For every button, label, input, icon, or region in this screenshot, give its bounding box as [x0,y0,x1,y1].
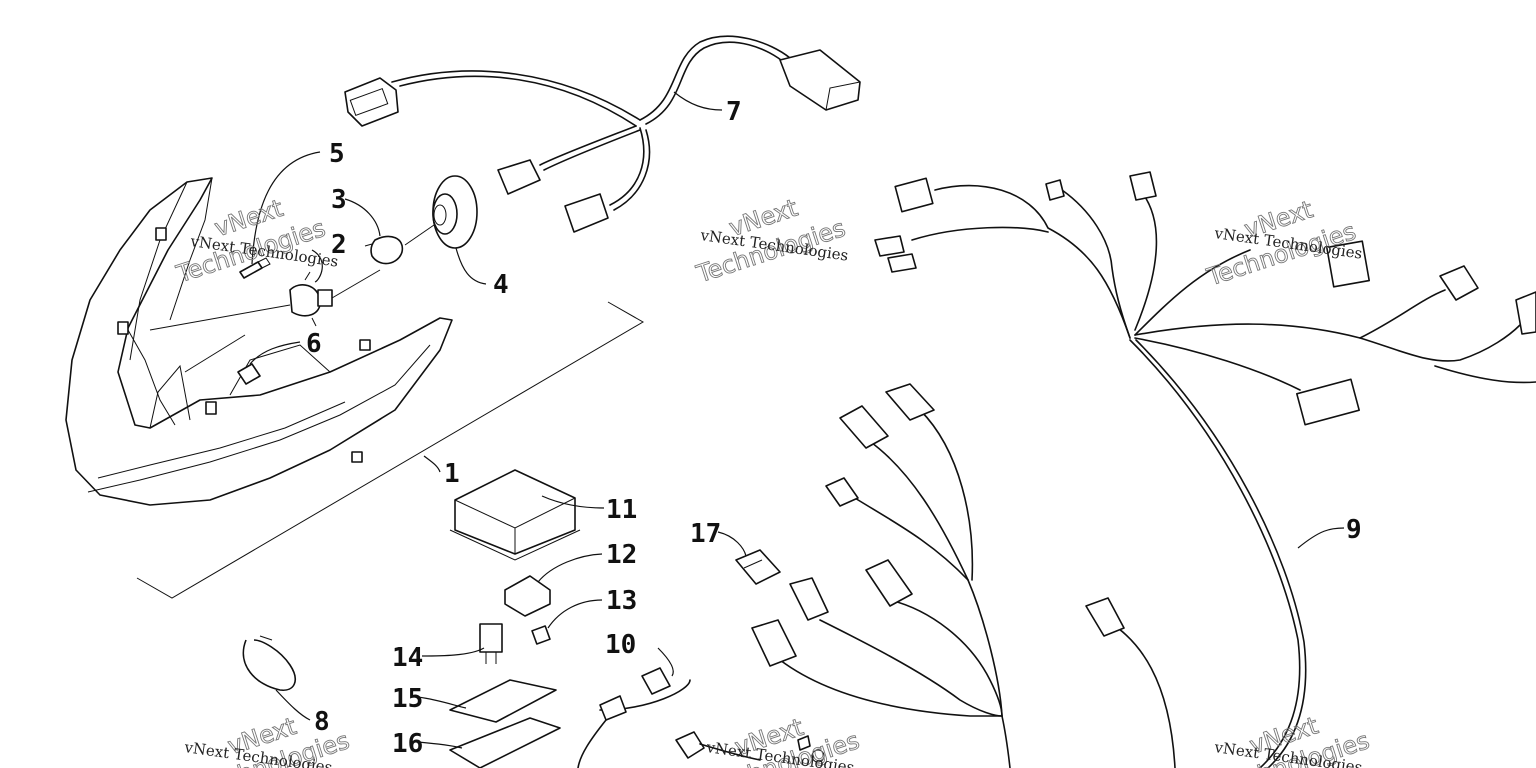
callout-1: 1 [444,459,460,489]
sub-harness [751,383,1176,768]
callout-2: 2 [331,230,347,260]
callout-3: 3 [331,185,347,215]
fuse-label [449,679,557,723]
callout-11: 11 [606,495,637,525]
headlight-harness [344,35,861,233]
misc-connectors [675,731,825,763]
cable-tie [242,635,296,691]
callout-13: 13 [606,586,637,616]
callout-10: 10 [605,630,636,660]
fuse-box [449,469,581,561]
headlight-bulb [289,269,381,327]
callout-12: 12 [606,540,637,570]
callout-15: 15 [392,684,423,714]
retainer-clip [364,235,404,265]
callout-4: 4 [493,270,509,300]
callout-8: 8 [314,707,330,737]
fuse-cover [449,717,561,768]
connector-housing [735,549,781,585]
mini-fuse [531,625,551,645]
leader-lines [249,91,1345,749]
spring-clip [237,363,261,385]
resistor-pigtail [577,667,691,768]
callout-5: 5 [329,139,345,169]
callout-16: 16 [392,729,423,759]
callout-6: 6 [306,329,322,359]
callout-labels: 1 2 3 4 5 6 7 8 9 10 11 12 13 14 15 16 1… [306,97,1362,759]
callout-7: 7 [726,97,742,127]
relay-block [504,575,551,617]
callout-9: 9 [1346,515,1362,545]
main-harness [874,171,1536,768]
dust-cap [404,175,478,249]
callout-17: 17 [690,519,721,549]
screw-part [239,257,271,279]
callout-14: 14 [392,643,423,673]
headlight-assembly [65,177,644,599]
relay [479,623,503,664]
